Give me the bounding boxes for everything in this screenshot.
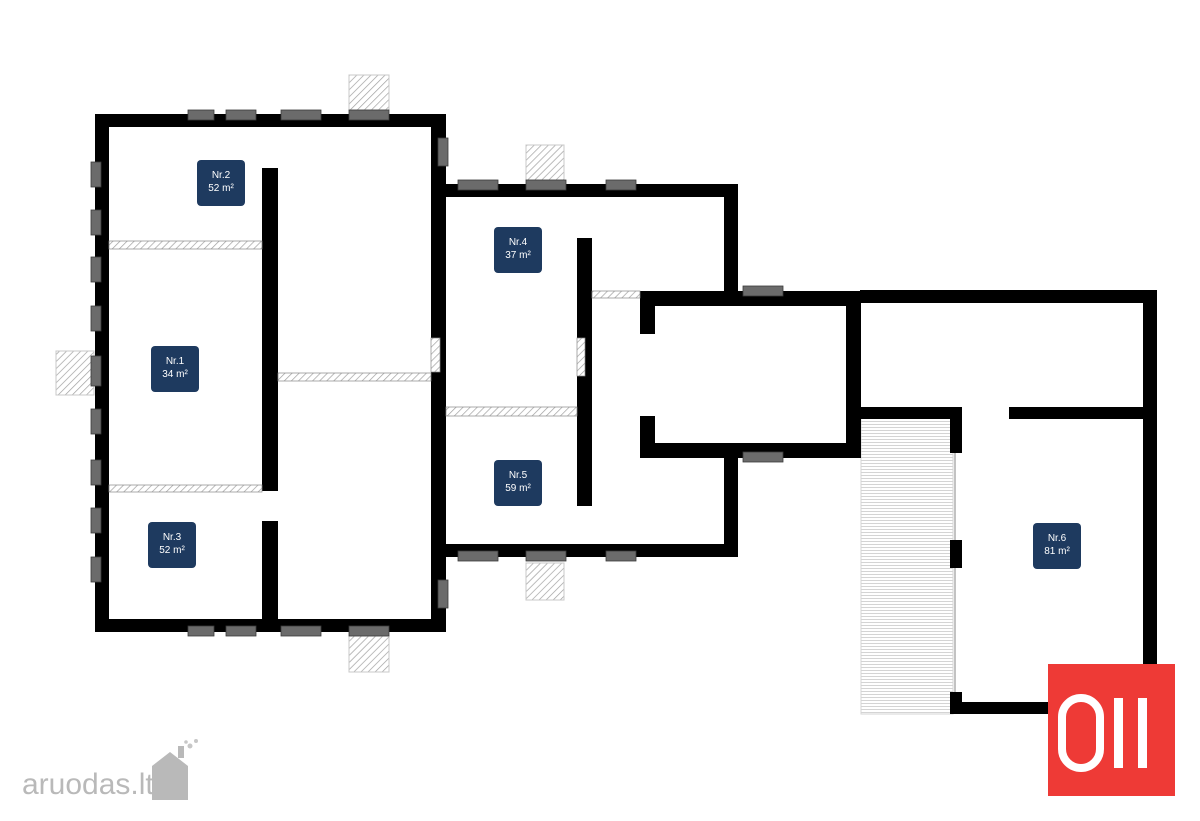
room-label: Nr.5 [508,470,528,481]
room-area: 37 m² [505,250,531,261]
room-label: Nr.6 [1047,533,1067,544]
house-chimney-icon [152,739,198,800]
room-area: 52 m² [208,183,234,194]
logo-mark [1058,694,1147,772]
room-tag-3: Nr.3 52 m² [148,522,196,568]
room-tag-4: Nr.4 37 m² [494,227,542,273]
room-area: 59 m² [505,483,531,494]
room-area: 34 m² [162,369,188,380]
building-middle-partitions [445,290,641,417]
room-label: Nr.3 [162,532,182,543]
room-tag-6: Nr.6 81 m² [1033,523,1081,569]
room-tag-1: Nr.1 34 m² [151,346,199,392]
room-label: Nr.1 [165,356,185,367]
building-right-walls [860,290,1157,714]
building-left-walls [95,114,446,632]
room-label: Nr.4 [508,237,528,248]
brand-watermark: aruodas.lt [22,768,154,801]
room-label: Nr.2 [211,170,231,181]
porch-steps [55,74,565,673]
terrace [860,417,954,715]
building-left-partitions [108,240,441,493]
room-tag-2: Nr.2 52 m² [197,160,245,206]
building-left-windows [90,109,449,637]
room-tag-5: Nr.5 59 m² [494,460,542,506]
room-area: 81 m² [1044,546,1070,557]
building-middle-windows [457,179,784,562]
logo-badge[interactable] [1048,664,1175,796]
room-area: 52 m² [159,545,185,556]
